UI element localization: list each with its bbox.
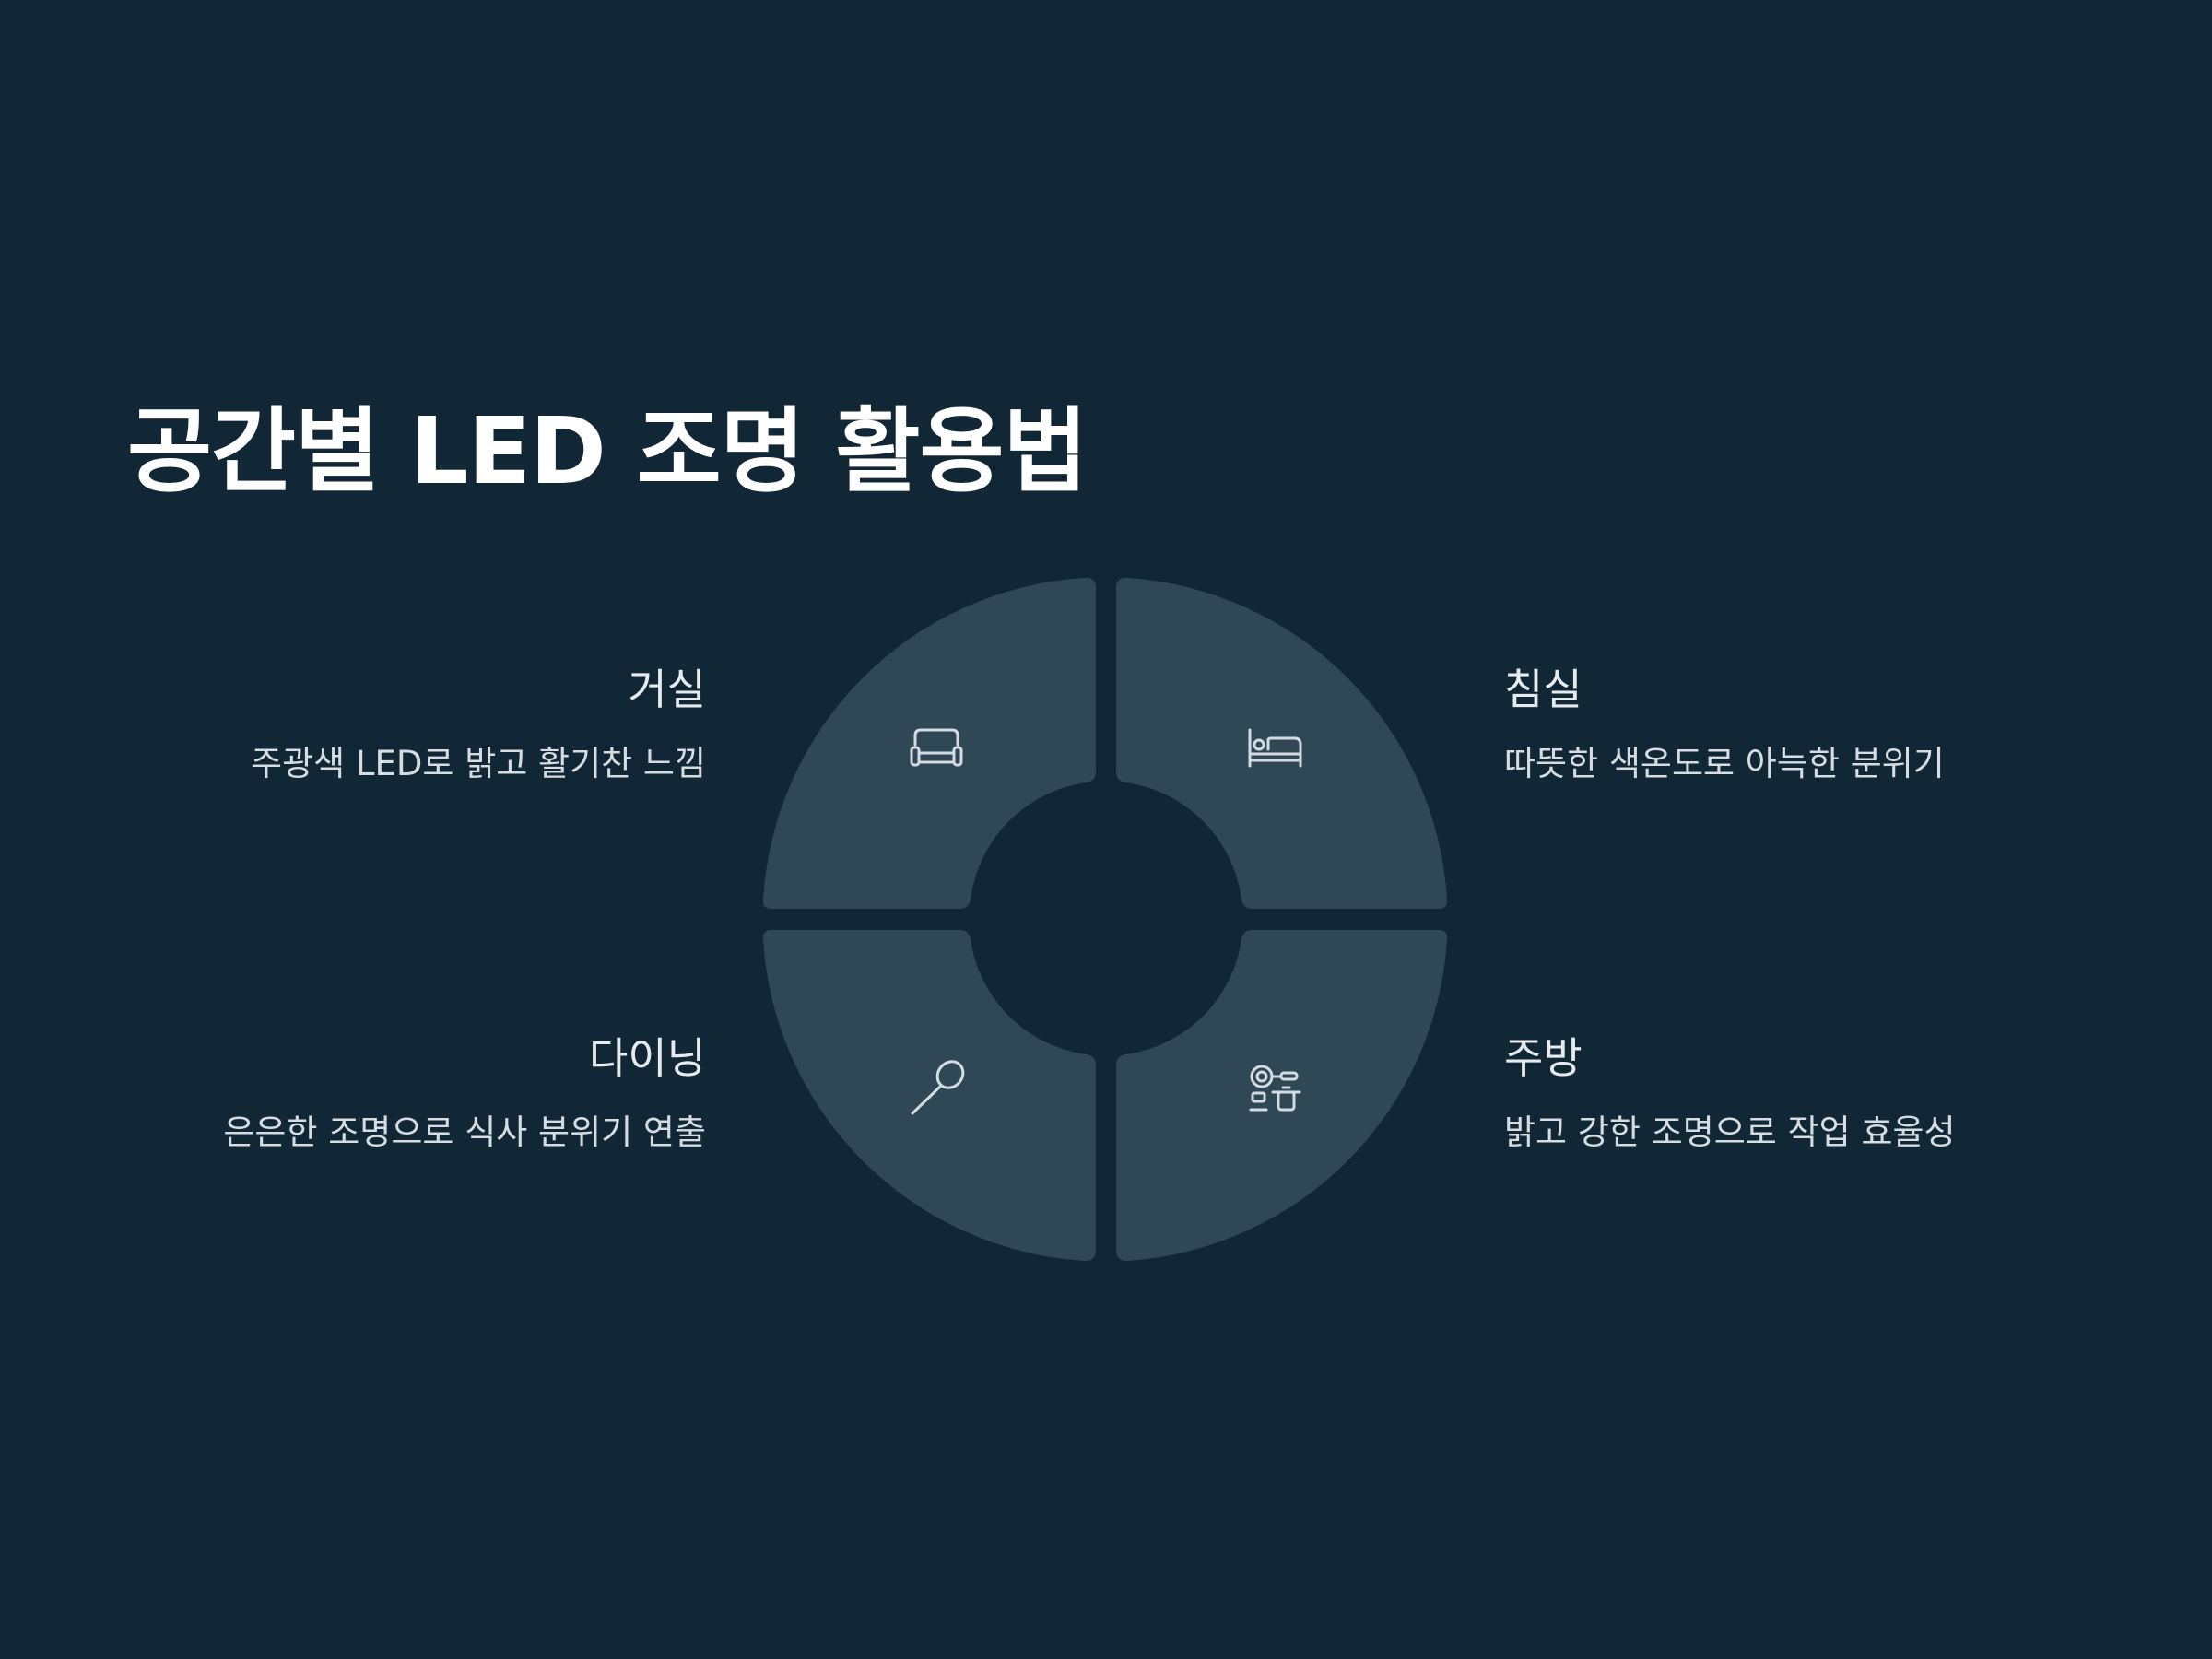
- room-label-living: 거실 주광색 LED로 밝고 활기찬 느낌: [251, 662, 706, 787]
- spoon-icon: [911, 1060, 965, 1115]
- page-title: 공간별 LED 조명 활용법: [127, 397, 1088, 505]
- room-description: 밝고 강한 조명으로 작업 효율성: [1504, 1112, 1956, 1152]
- room-label-dining: 다이닝 은은한 조명으로 식사 분위기 연출: [223, 1030, 706, 1156]
- room-description: 따뜻한 색온도로 아늑한 분위기: [1504, 744, 1945, 783]
- room-label-kitchen: 주방 밝고 강한 조명으로 작업 효율성: [1504, 1030, 1956, 1156]
- segment-living: [762, 577, 1096, 909]
- segment-kitchen: [1116, 930, 1448, 1262]
- room-name: 주방: [1504, 1033, 1583, 1083]
- room-name: 다이닝: [589, 1033, 706, 1083]
- bed-icon: [1248, 728, 1302, 768]
- room-label-bedroom: 침실 따뜻한 색온도로 아늑한 분위기: [1504, 662, 1945, 787]
- sofa-icon: [910, 728, 963, 767]
- room-name: 침실: [1504, 665, 1583, 714]
- cooktop-icon: [1249, 1065, 1301, 1112]
- segment-bedroom: [1116, 577, 1448, 909]
- room-description: 은은한 조명으로 식사 분위기 연출: [223, 1112, 706, 1152]
- room-name: 거실: [628, 665, 706, 714]
- room-description: 주광색 LED로 밝고 활기찬 느낌: [251, 744, 706, 783]
